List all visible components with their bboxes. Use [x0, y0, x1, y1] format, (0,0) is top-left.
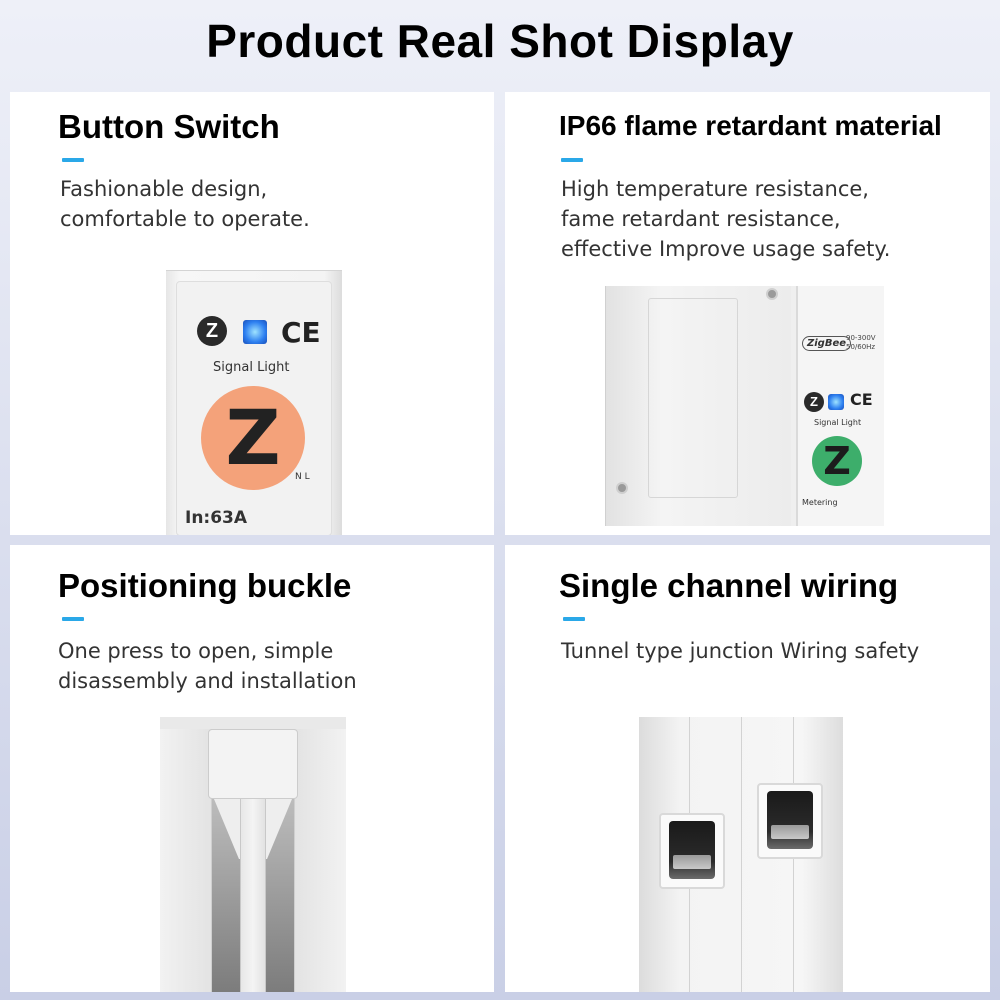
panel-button-switch: Button Switch Fashionable design, comfor… [10, 92, 494, 535]
signal-light-label: Signal Light [814, 418, 862, 427]
wiring-terminal [757, 783, 823, 859]
voltage-spec: 90-300V 50/60Hz [846, 334, 876, 351]
terminal-hole [669, 821, 715, 879]
zigbee-logo-icon: Z [197, 316, 227, 346]
page-title: Product Real Shot Display [206, 15, 794, 67]
mounting-hole-icon [616, 482, 628, 494]
ce-mark: CE [850, 390, 873, 409]
panel-flame-retardant: IP66 flame retardant material High tempe… [505, 92, 990, 535]
panel-description: Fashionable design, comfortable to opera… [60, 177, 310, 231]
zigbee-brand-badge: ZigBee [802, 336, 852, 351]
signal-light-icon [828, 394, 844, 410]
side-rib [648, 298, 738, 498]
buckle-stem [240, 799, 266, 992]
panel-positioning-buckle: Positioning buckle One press to open, si… [10, 545, 494, 992]
accent-bar [62, 158, 84, 162]
terminal-clamp [771, 825, 809, 839]
metering-label: Metering [802, 498, 838, 507]
signal-light-icon [243, 320, 267, 344]
panel-title: Button Switch [58, 108, 280, 145]
mounting-hole-icon [766, 288, 778, 300]
accent-bar [62, 617, 84, 621]
buckle-latch-tab [208, 729, 298, 799]
device-side [606, 286, 791, 526]
ce-mark: CE [281, 316, 321, 349]
buckle-right-wall [294, 729, 346, 992]
panel-description: Tunnel type junction Wiring safety [561, 639, 920, 663]
buckle-left-wall [160, 729, 212, 992]
device-photo-side-view: ZigBee 90-300V 50/60Hz Z CE Signal Light… [605, 286, 884, 526]
body-rib [741, 717, 742, 992]
panel-description: High temperature resistance, fame retard… [561, 177, 891, 261]
panel-description: One press to open, simple disassembly an… [58, 639, 357, 693]
device-front-face: Z CE Signal Light Z N L In:63A [176, 281, 332, 535]
terminal-hole [767, 791, 813, 849]
wiring-terminal-photo [639, 717, 843, 992]
signal-light-label: Signal Light [213, 360, 290, 375]
wiring-terminal [659, 813, 725, 889]
panel-single-channel-wiring: Single channel wiring Tunnel type juncti… [505, 545, 990, 992]
device-photo-button-switch: Z CE Signal Light Z N L In:63A [166, 270, 342, 535]
terminal-clamp [673, 855, 711, 869]
accent-bar [561, 158, 583, 162]
z-button: Z [201, 386, 305, 490]
panel-title: Single channel wiring [559, 567, 899, 604]
rating-label: In:63A [185, 508, 248, 528]
zigbee-logo-icon: Z [804, 392, 824, 412]
device-front: ZigBee 90-300V 50/60Hz Z CE Signal Light… [796, 286, 884, 526]
accent-bar [563, 617, 585, 621]
terminal-marks: N L [295, 472, 310, 482]
panel-title: IP66 flame retardant material [559, 110, 942, 141]
buckle-photo [160, 717, 346, 992]
z-button: Z [812, 436, 862, 486]
panel-title: Positioning buckle [58, 567, 352, 604]
